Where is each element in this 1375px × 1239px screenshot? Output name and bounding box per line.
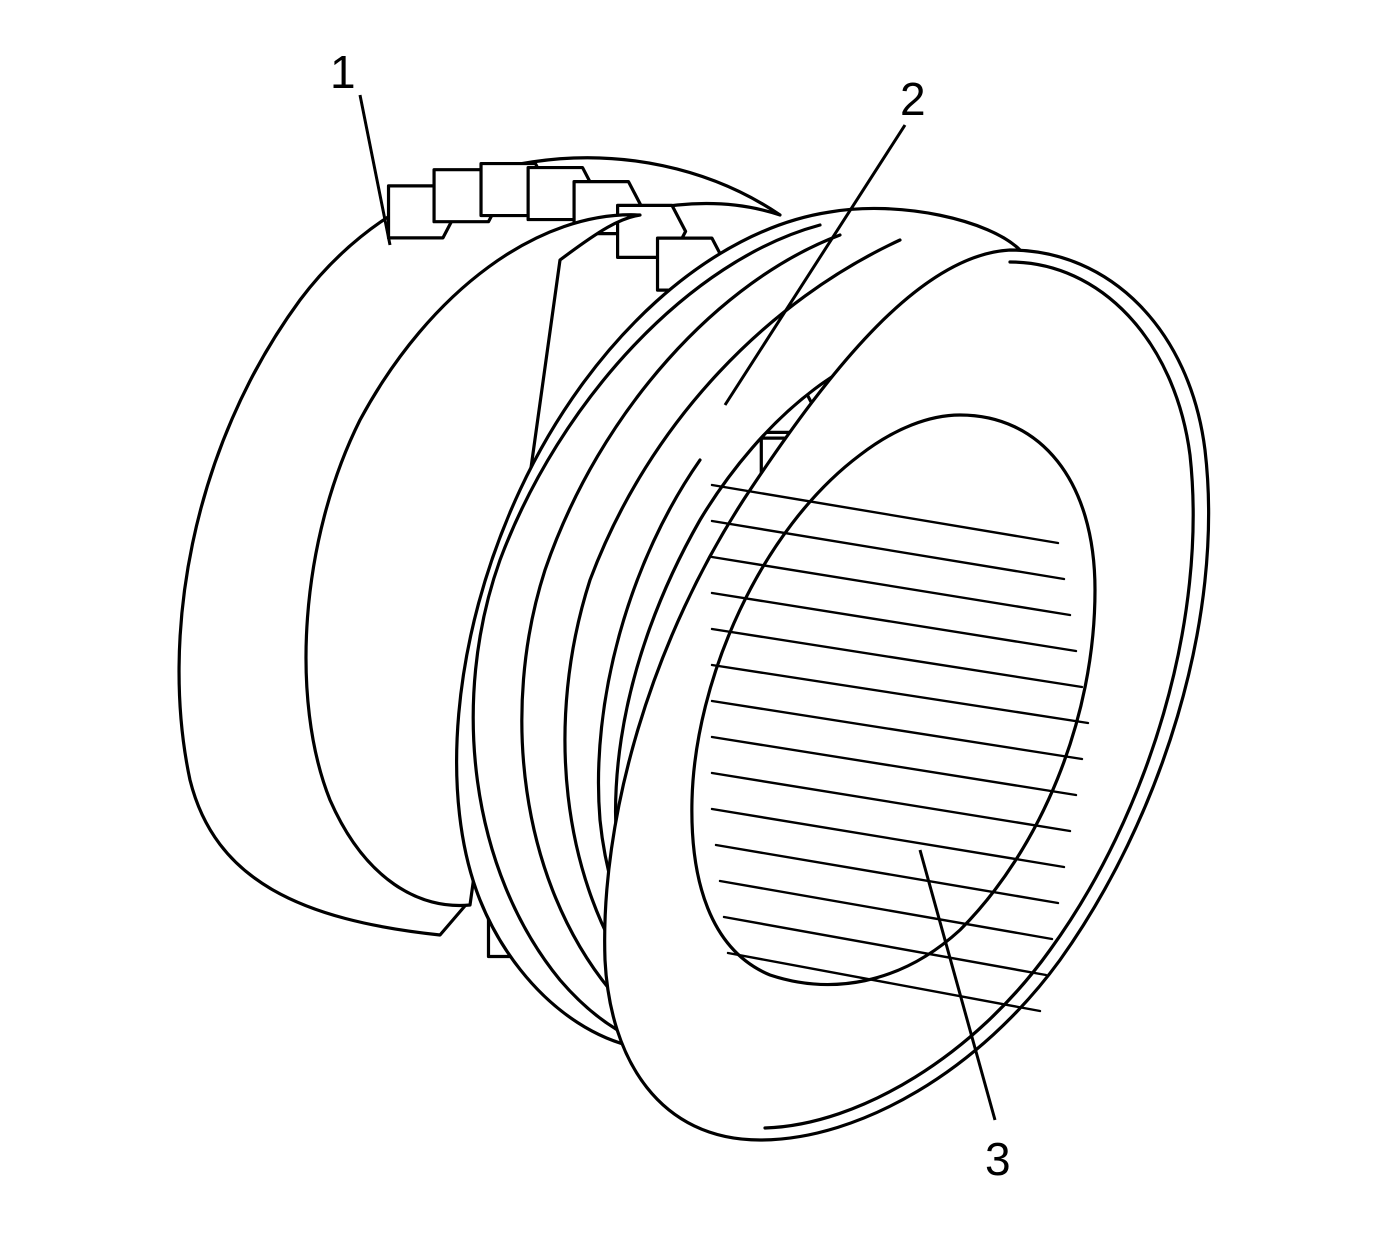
spline-line: [710, 699, 1084, 761]
front-face: [603, 248, 1211, 1142]
spline-line: [710, 555, 1072, 617]
spline-line: [710, 483, 1060, 545]
spline-line: [718, 879, 1054, 941]
groove-line-1: [471, 223, 822, 1047]
spline-line: [710, 519, 1066, 581]
spline-line: [726, 951, 1042, 1013]
groove-line-3: [563, 238, 902, 992]
callout-1-leader: [358, 94, 392, 246]
callout-3-leader: [918, 849, 997, 1121]
spline-line: [714, 843, 1060, 905]
callout-1: 1: [330, 46, 392, 246]
callout-3-label: 3: [985, 1133, 1011, 1185]
internal-splines: [710, 483, 1090, 1013]
spline-line: [710, 735, 1078, 797]
inner-bore: [690, 413, 1097, 987]
callout-3: 3: [918, 849, 1011, 1185]
front-face-rim: [763, 260, 1195, 1130]
callout-1-label: 1: [330, 46, 356, 98]
callout-2-label: 2: [900, 73, 926, 125]
callout-2: 2: [723, 73, 926, 406]
spline-line: [722, 915, 1048, 977]
spline-line: [710, 807, 1066, 869]
spline-line: [710, 627, 1084, 689]
spline-line: [710, 771, 1072, 833]
spline-line: [710, 663, 1090, 725]
spline-line: [710, 591, 1078, 653]
callout-2-leader: [723, 124, 907, 406]
